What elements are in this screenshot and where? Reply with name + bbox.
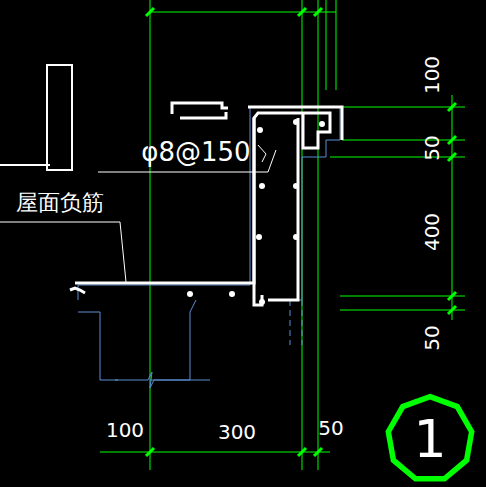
detail-number: 1 <box>413 409 446 469</box>
dimension: 100 <box>106 420 144 440</box>
dimension: 50 <box>422 325 442 350</box>
rebar-spec: φ8@150 <box>141 139 250 165</box>
dimension: 50 <box>318 418 343 438</box>
dimension: 300 <box>218 422 256 442</box>
dimension: 50 <box>422 135 442 160</box>
dimension: 400 <box>422 213 442 251</box>
detail-marker: 1 <box>384 393 476 485</box>
rebar-note: 屋面负筋 <box>16 192 104 214</box>
dimension: 100 <box>422 56 442 94</box>
